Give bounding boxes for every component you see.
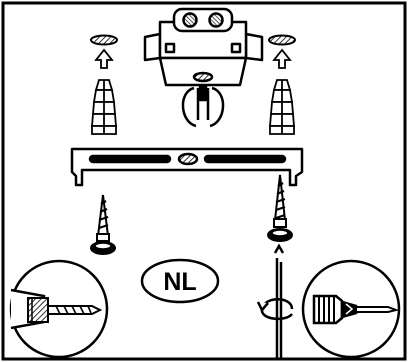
drill-hole-icon — [268, 34, 296, 46]
up-arrow-icon — [272, 48, 292, 69]
wall-plug-icon — [91, 79, 117, 135]
up-arrow-icon — [94, 48, 114, 69]
language-badge — [140, 258, 220, 304]
screw-icon — [267, 174, 293, 242]
mounting-bracket-icon — [70, 147, 304, 187]
mounting-block-icon — [143, 7, 264, 128]
rotation-arrow-icon — [256, 243, 294, 359]
drill-bit-icon — [9, 259, 109, 359]
bracket-hole — [177, 152, 199, 166]
drill-hole-icon — [90, 34, 118, 46]
wall-plug-icon — [269, 79, 295, 135]
language-code: NL — [163, 268, 196, 296]
wall-plug-right — [268, 34, 296, 135]
wall-plug-left — [90, 34, 118, 135]
screw-icon — [90, 194, 116, 255]
screwdriver-icon — [301, 259, 401, 359]
